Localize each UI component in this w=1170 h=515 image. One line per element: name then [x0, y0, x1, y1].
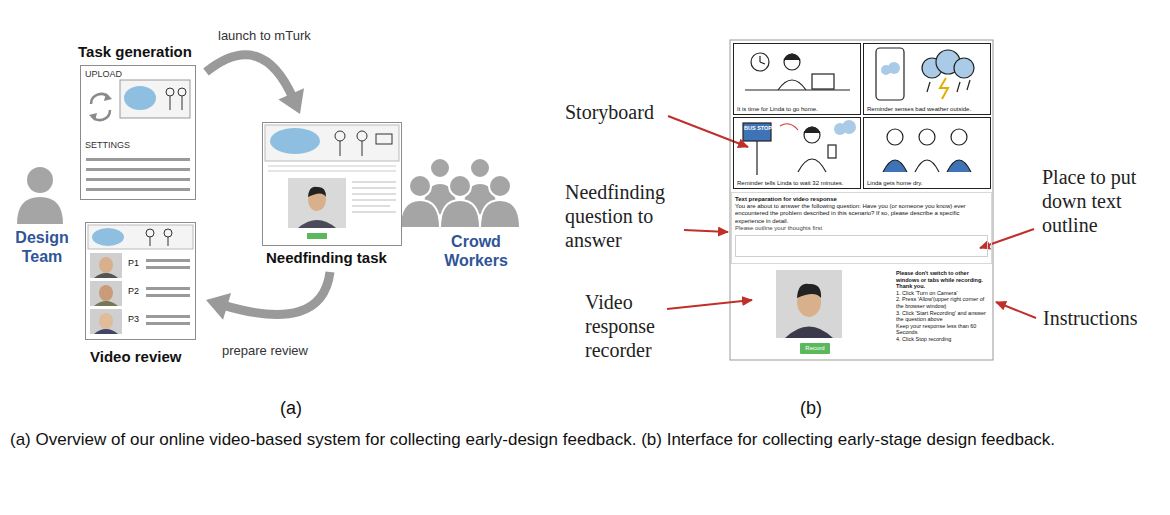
instruction-line: Keep your response less than 60 Seconds [896, 323, 989, 336]
flow-arrow [206, 272, 330, 320]
button-label: Record [800, 345, 830, 352]
panel-caption: Reminder senses bad weather outside. [867, 106, 971, 113]
form-hint: Please outline your thoughts first [735, 225, 988, 232]
instruction-line: 1. Click 'Turn on Camera' [896, 290, 989, 297]
sign-text: BUS STOP [744, 125, 772, 132]
callout-label: Storyboard [565, 100, 654, 124]
storyboard-sketch [883, 129, 971, 172]
storyboard-panel: Linda gets home dry. [863, 117, 991, 189]
flow-arrow-line [221, 272, 330, 315]
arrow-head [278, 88, 304, 114]
edge-label: prepare review [222, 343, 308, 359]
panel-tag: (a) [280, 398, 302, 420]
instruction-line: Please don't switch to other windows or … [896, 270, 989, 290]
interface-frame [730, 40, 993, 360]
question-text: You are about to answer the following qu… [735, 203, 988, 225]
video-recorder [776, 270, 842, 338]
panel-caption: Linda gets home dry. [867, 180, 923, 187]
video-review-box: Video review P1P2P3 [82, 220, 200, 368]
document-frame [85, 222, 196, 340]
text-input-area [735, 235, 988, 257]
section-heading: Task generation [78, 43, 192, 61]
upload-thumbnail [86, 80, 190, 191]
person-icon [17, 167, 63, 224]
crowd-icon [400, 158, 520, 228]
design-team-actor: Design Team [6, 228, 78, 272]
panel-tag: (b) [800, 398, 822, 420]
needfinding-task-box: Needfinding task [260, 120, 406, 268]
callout-label: Place to put down text outline [1042, 165, 1164, 237]
storyboard-panel: BUS STOP Reminder tells Linda to wait 32 … [733, 117, 861, 189]
instruction-line: 2. Press 'Allow'(upper right corner of t… [896, 296, 989, 309]
field-label: SETTINGS [85, 140, 130, 151]
review-thumbnail [88, 225, 193, 334]
task-thumbnail [265, 125, 399, 239]
participant-id: P1 [128, 258, 139, 269]
task-generation-doc: Task generationUPLOAD SETTINGS [76, 42, 202, 202]
record-button: Record [800, 343, 830, 354]
instruction-line: 4. Click Stop recording [896, 336, 989, 343]
callout-arrow [667, 116, 1036, 318]
figure-caption: (a) Overview of our online video-based s… [10, 428, 1160, 453]
actor-label: Crowd Workers [434, 232, 518, 270]
form-heading: Text preparation for video response [735, 196, 988, 203]
flow-arrow-line [206, 55, 294, 100]
storyboard-sketch [743, 120, 856, 175]
panel-caption: It is time for Linda to go home. [737, 106, 818, 113]
callout-label: Video response recorder [585, 290, 675, 362]
text-preparation-box: Text preparation for video responseYou a… [731, 192, 992, 264]
callout-label: Instructions [1043, 306, 1137, 330]
storyboard-panel: It is time for Linda to go home. [733, 43, 861, 115]
document-frame [262, 122, 402, 246]
flow-arrow [206, 55, 304, 114]
instruction-line: 3. Click 'Start Recording' and answer th… [896, 310, 989, 323]
callout-label: Needfinding question to answer [565, 180, 683, 252]
participant-id: P2 [128, 286, 139, 297]
storyboard-sketch [745, 53, 850, 90]
field-label: UPLOAD [85, 69, 122, 80]
document-frame [80, 65, 196, 200]
storyboard-sketch [876, 48, 974, 100]
instructions-box: Please don't switch to other windows or … [893, 267, 992, 359]
edge-label: launch to mTurk [218, 28, 311, 44]
storyboard-panel: Reminder senses bad weather outside. [863, 43, 991, 115]
actor-label: Design Team [6, 228, 78, 266]
crowd-workers-actor: Crowd Workers [434, 232, 518, 276]
section-heading: Needfinding task [266, 249, 387, 267]
panel-caption: Reminder tells Linda to wait 32 minutes. [737, 180, 843, 187]
arrow-head [206, 293, 231, 320]
participant-id: P3 [128, 314, 139, 325]
section-heading: Video review [90, 348, 181, 366]
